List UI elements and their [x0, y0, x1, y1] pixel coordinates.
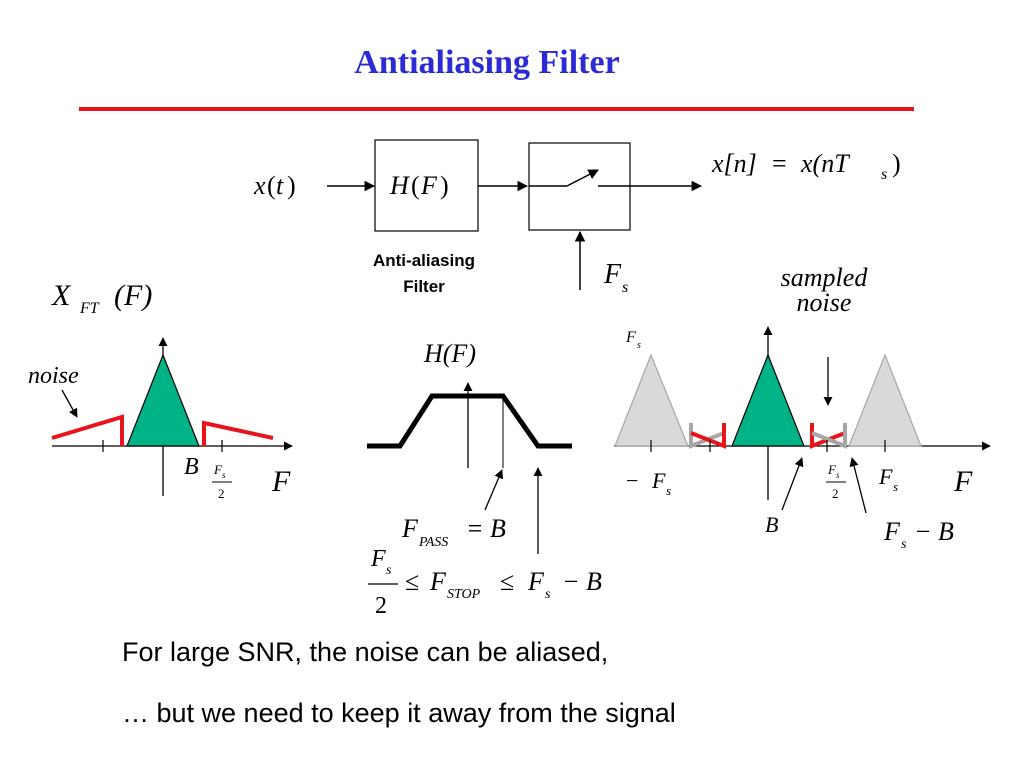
filter-arg: F [420, 171, 438, 200]
sampler-switch-icon [566, 169, 599, 187]
stop-le2: ≤ [500, 567, 514, 596]
half-fs-den: 2 [218, 486, 225, 501]
output-rhs-sub: s [881, 166, 887, 183]
block-diagram: x ( t ) H ( F ) F s Anti-aliasing Filter… [253, 139, 901, 296]
signal-spectrum [126, 353, 200, 447]
fs-minus-b: F [883, 517, 901, 546]
fpass-main: F [401, 514, 419, 543]
output-rhs: x(nT [800, 149, 850, 178]
half-fs-num-sub: s [222, 470, 226, 480]
output-rhs-close: ) [892, 149, 901, 178]
filter-response: H(F) F PASS = B F s 2 ≤ F STOP ≤ F s − B [367, 339, 602, 619]
half-fs-num: F [213, 462, 223, 477]
pos-fs-sub: s [893, 479, 898, 494]
caption-line2: … but we need to keep it away from the s… [122, 698, 676, 728]
output-lhs: x[n] [711, 149, 757, 178]
input-signal-close: ) [287, 171, 296, 200]
fs-minus-b-tail: − B [914, 517, 954, 546]
b-label-2: B [765, 512, 778, 537]
noise-label: noise [28, 363, 79, 389]
filter-caption-line1: Anti-aliasing [373, 251, 475, 270]
neg-fs-sub: s [666, 483, 671, 498]
stop-mid: F [429, 567, 447, 596]
f-label-1: F [271, 465, 291, 498]
alias-noise-left-a [689, 423, 725, 449]
output-equals: = [772, 149, 787, 178]
clock-label: F [603, 259, 622, 290]
alias-noise-right-a [811, 423, 847, 449]
stop-rhs: F [527, 567, 545, 596]
noise-arrow [61, 389, 78, 418]
half-fs-num-sub-2: s [836, 470, 840, 480]
input-signal-open: ( [267, 171, 276, 200]
filter-fn: H [389, 171, 410, 200]
fpass-arrow [484, 469, 503, 511]
filter-open: ( [411, 171, 420, 200]
filter-caption-line2: Filter [403, 277, 445, 296]
half-fs-den-2: 2 [832, 486, 839, 501]
stop-le1: ≤ [405, 567, 419, 596]
stop-num: F [370, 546, 386, 572]
stop-mid-sub: STOP [447, 587, 481, 602]
neg-fs: F [651, 468, 666, 493]
spectrum-label-sub: FT [79, 300, 100, 317]
h-label: H(F) [423, 339, 476, 368]
sampled-noise-line2: noise [797, 288, 852, 317]
fpass-rhs: = B [466, 514, 506, 543]
noise-sampled-right [810, 423, 846, 449]
fpass-sub: PASS [418, 535, 448, 550]
input-spectrum: X FT (F) noise B F s 2 F [28, 279, 293, 501]
pos-fs: F [878, 464, 893, 489]
neg-fs-minus: − [626, 468, 638, 493]
noise-right [202, 420, 274, 446]
input-signal-var: x [253, 171, 266, 200]
spectrum-label: X [51, 279, 72, 312]
stop-num-sub: s [386, 563, 392, 578]
b-label: B [184, 454, 199, 480]
fs-minus-b-arrow [849, 457, 867, 514]
alias-right [848, 353, 922, 447]
caption-line1: For large SNR, the noise can be aliased, [122, 637, 609, 667]
fs-top-sub: s [637, 340, 641, 351]
sampled-spectrum: sampled noise F s − F s F s 2 [614, 263, 991, 552]
noise-left [51, 414, 124, 446]
fs-minus-b-sub: s [901, 537, 907, 552]
filter-curve [367, 393, 572, 449]
filter-close: ) [440, 171, 449, 200]
slide-title: Antialiasing Filter [354, 44, 620, 81]
f-label-2: F [953, 465, 973, 498]
spectrum-label-arg: (F) [114, 279, 152, 312]
half-fs-num-2: F [827, 462, 837, 477]
b-arrow [781, 457, 804, 511]
alias-left [614, 353, 689, 447]
fs-top: F [625, 329, 636, 346]
stop-rhs-tail: − B [562, 567, 602, 596]
title-underline [79, 107, 914, 111]
stop-den: 2 [375, 593, 387, 619]
noise-sampled-left [690, 423, 726, 449]
signal-spectrum-sampled [731, 353, 805, 447]
stop-rhs-sub: s [545, 587, 551, 602]
clock-label-sub: s [622, 279, 628, 296]
input-signal-arg: t [276, 171, 284, 200]
sampled-noise-line1: sampled [781, 263, 869, 292]
filter-block [374, 139, 479, 232]
